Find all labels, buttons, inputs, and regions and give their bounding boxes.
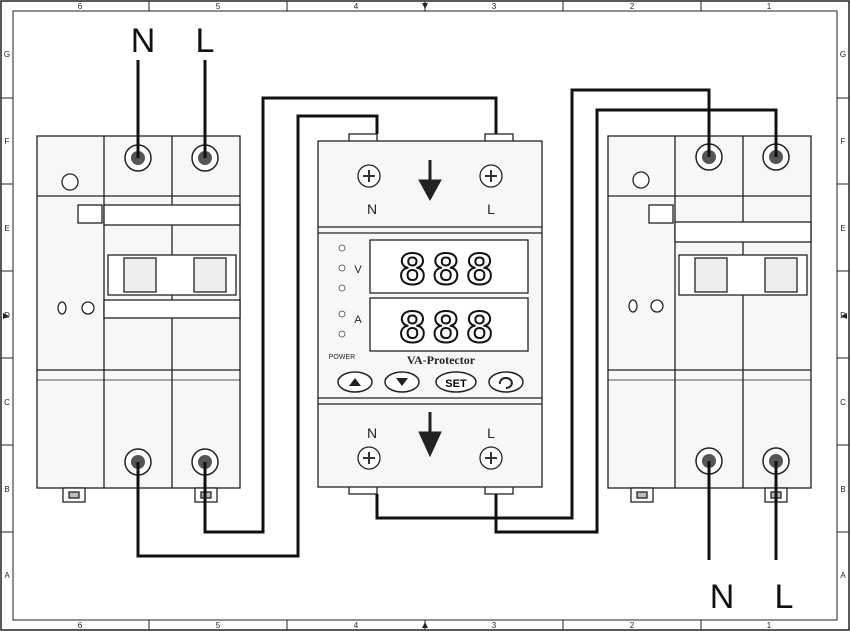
- top-terminal-n-label: N: [367, 201, 377, 217]
- indicator-dots: [338, 244, 346, 338]
- col-label: 4: [354, 2, 359, 11]
- up-button[interactable]: [337, 371, 373, 393]
- row-label: G: [840, 50, 846, 59]
- row-label: A: [840, 571, 846, 580]
- output-breaker-screws: [695, 143, 790, 475]
- col-label: 6: [78, 621, 83, 630]
- voltage-display: 888: [399, 246, 500, 298]
- top-terminal-l-label: L: [487, 201, 495, 217]
- output-n-label: N: [710, 578, 735, 616]
- center-marker-left: [3, 313, 9, 319]
- col-label: 2: [630, 621, 635, 630]
- current-display: 888: [399, 304, 500, 356]
- center-marker-bottom: [422, 622, 428, 628]
- bottom-terminal-l-label: L: [487, 425, 495, 441]
- row-label: C: [4, 398, 10, 407]
- protector-screws: [357, 164, 503, 470]
- wires: [136, 60, 778, 560]
- row-label: E: [840, 224, 845, 233]
- col-label: 5: [216, 621, 221, 630]
- input-l-label: L: [196, 22, 215, 60]
- row-label: G: [4, 50, 10, 59]
- brand-label: VA-Protector: [407, 353, 476, 367]
- row-label: A: [4, 571, 10, 580]
- reset-button[interactable]: [488, 371, 524, 393]
- center-marker-right: [841, 313, 847, 319]
- voltage-unit-label: V: [354, 264, 362, 276]
- row-label: E: [4, 224, 9, 233]
- center-marker-top: [422, 3, 428, 9]
- current-unit-label: A: [354, 314, 362, 326]
- col-label: 3: [492, 621, 497, 630]
- col-label: 3: [492, 2, 497, 11]
- set-button[interactable]: SET: [435, 371, 477, 393]
- row-label: B: [4, 485, 9, 494]
- set-button-label: SET: [445, 378, 467, 390]
- row-label: F: [5, 137, 10, 146]
- col-label: 1: [767, 621, 772, 630]
- col-label: 4: [354, 621, 359, 630]
- bottom-terminal-n-label: N: [367, 425, 377, 441]
- output-l-label: L: [775, 578, 794, 616]
- input-breaker: [36, 135, 241, 503]
- col-label: 2: [630, 2, 635, 11]
- row-label: F: [841, 137, 846, 146]
- row-label: B: [840, 485, 845, 494]
- power-label: POWER: [329, 354, 355, 361]
- col-label: 1: [767, 2, 772, 11]
- flow-arrow-icon: [418, 160, 442, 458]
- down-button[interactable]: [384, 371, 420, 393]
- col-label: 5: [216, 2, 221, 11]
- reset-icon: [498, 377, 513, 389]
- input-n-label: N: [131, 22, 156, 60]
- row-label: C: [840, 398, 846, 407]
- down-arrow-icon: [396, 378, 408, 386]
- col-label: 6: [78, 2, 83, 11]
- output-breaker: [607, 135, 812, 503]
- up-arrow-icon: [349, 378, 361, 386]
